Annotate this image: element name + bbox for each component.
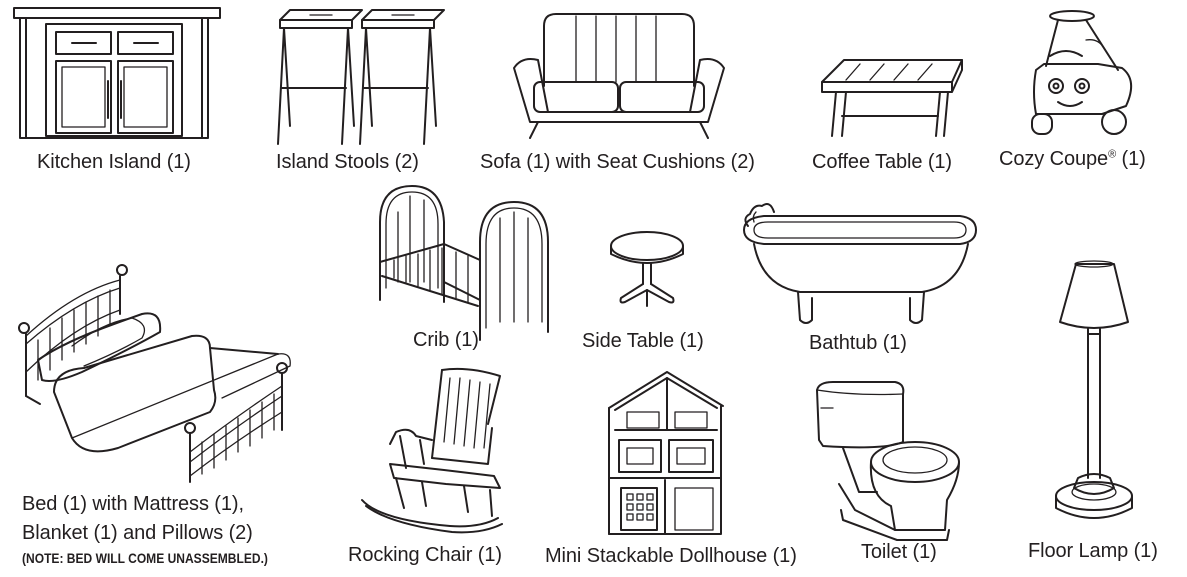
floor-lamp-caption: Floor Lamp (1) (1028, 540, 1158, 562)
island-stools-caption: Island Stools (2) (276, 151, 419, 173)
island-stools-icon (270, 8, 445, 148)
cozy-coupe-icon (1026, 10, 1144, 140)
dollhouse-caption: Mini Stackable Dollhouse (1) (545, 545, 797, 567)
cozy-coupe-caption-text: Cozy Coupe (999, 148, 1109, 170)
sofa-icon (512, 12, 727, 140)
rocking-chair-caption: Rocking Chair (1) (348, 544, 502, 566)
kitchen-island-icon (12, 6, 224, 141)
registered-mark: ® (1108, 148, 1117, 161)
bed-caption-line2: Blanket (1) and Pillows (2) (22, 522, 253, 544)
coffee-table-caption: Coffee Table (1) (812, 151, 952, 173)
side-table-caption: Side Table (1) (582, 330, 704, 352)
coffee-table-icon (820, 56, 965, 141)
sofa-caption: Sofa (1) with Seat Cushions (2) (480, 151, 755, 173)
kitchen-island-caption: Kitchen Island (1) (37, 151, 191, 173)
dollhouse-icon (605, 370, 725, 538)
side-table-icon (607, 228, 687, 310)
crib-caption: Crib (1) (413, 329, 479, 351)
toilet-caption: Toilet (1) (861, 541, 937, 563)
bathtub-icon (740, 200, 980, 328)
rocking-chair-icon (360, 367, 505, 540)
crib-icon (372, 182, 552, 342)
bathtub-caption: Bathtub (1) (809, 332, 907, 354)
bed-assembly-note: (NOTE: BED WILL COME UNASSEMBLED.) (22, 550, 268, 566)
cozy-coupe-caption: Cozy Coupe® (1) (999, 147, 1146, 171)
bed-caption-line1: Bed (1) with Mattress (1), (22, 493, 244, 515)
toilet-icon (815, 380, 965, 541)
floor-lamp-icon (1052, 260, 1137, 532)
bed-icon (14, 262, 294, 487)
cozy-coupe-caption-count: (1) (1116, 148, 1146, 170)
